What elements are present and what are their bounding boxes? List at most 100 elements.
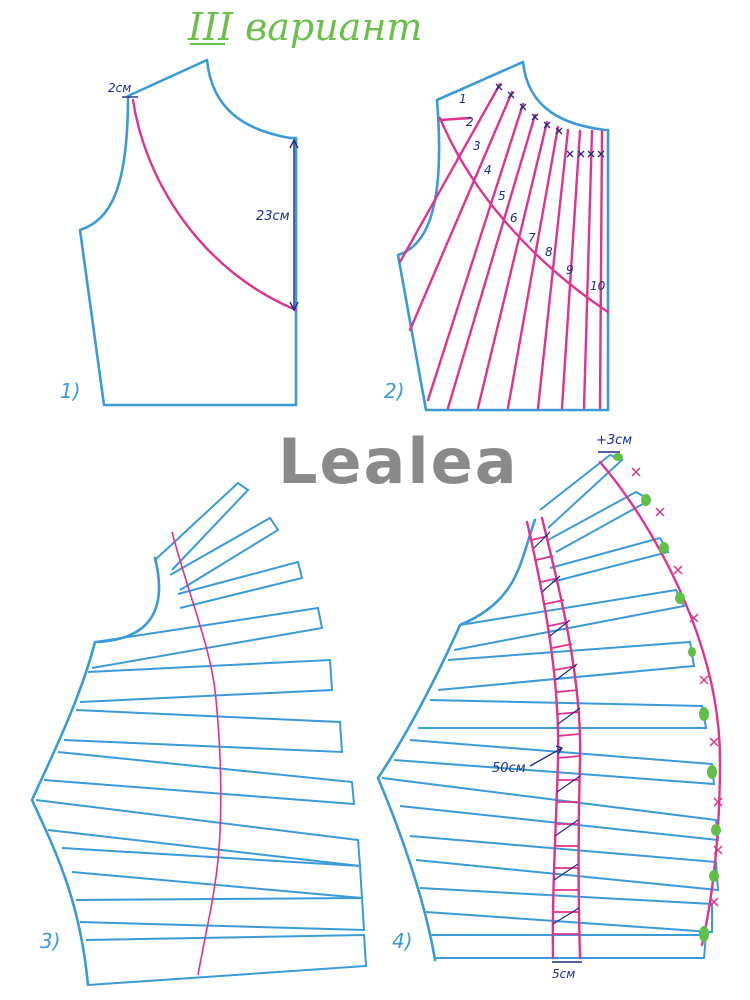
- step1-bodice-outline: [78, 58, 298, 407]
- ladder-diagonal: [557, 707, 581, 725]
- cut-line: [426, 102, 525, 402]
- hem-x-mark: [713, 797, 723, 807]
- step4-spread-sections: [381, 453, 720, 959]
- green-mark: [711, 824, 721, 836]
- pivot-mark: [507, 91, 515, 99]
- spread-wedge: [430, 934, 708, 959]
- pivot-mark: [495, 83, 503, 91]
- spread-wedge: [393, 739, 716, 786]
- ladder-diagonal: [554, 819, 579, 837]
- ladder-rung: [548, 621, 569, 627]
- line-number: 5: [498, 189, 506, 203]
- line-number: 6: [510, 211, 518, 225]
- step3-number: 3): [40, 929, 61, 953]
- hem-x-mark: [655, 507, 665, 517]
- spread-wedge: [381, 777, 720, 842]
- cut-line: [476, 120, 549, 410]
- step1-length-label: 23см: [256, 209, 290, 224]
- step1-cut-curve: [131, 98, 298, 312]
- green-mark: [613, 453, 623, 461]
- pivot-mark: [577, 150, 585, 158]
- step2-transfer-curve: [438, 116, 610, 314]
- line-number: 10: [590, 279, 606, 293]
- spread-wedge: [35, 799, 362, 868]
- step2-pivot-marks: [495, 83, 605, 158]
- hem-x-mark: [673, 565, 683, 575]
- ladder-diagonal: [549, 619, 571, 637]
- green-mark: [659, 542, 669, 554]
- ladder-rung: [557, 711, 581, 715]
- cut-line: [560, 129, 582, 410]
- step3-transfer-line: [171, 531, 222, 976]
- spread-wedge: [547, 490, 653, 553]
- ladder-rung: [554, 665, 577, 671]
- hem-x-mark: [709, 897, 719, 907]
- ladder-rung: [551, 643, 573, 649]
- step1-length-arrowhead-top: [289, 138, 299, 149]
- ladder-diagonal: [556, 775, 581, 793]
- watermark: Lealea: [278, 425, 519, 498]
- step2-horizontal-cut: [438, 116, 472, 122]
- ladder-diagonals: [533, 531, 581, 925]
- step4-hem-curve: [598, 460, 722, 947]
- step1-group: 2см 23см 1): [60, 58, 299, 407]
- green-mark: [709, 870, 719, 882]
- line-number: 4: [484, 163, 492, 177]
- step4-mid-label: 50см: [492, 761, 526, 776]
- step2-line-numbers: 1 2 3 4 5 6 7 8 9 10: [459, 92, 606, 293]
- spread-wedge: [85, 933, 368, 986]
- ladder-rungs: [531, 535, 581, 935]
- step4-top-label: +3см: [596, 433, 632, 448]
- pivot-mark: [566, 150, 574, 158]
- pivot-mark: [519, 103, 527, 111]
- step2-bodice-outline: [396, 60, 610, 412]
- spread-wedge: [177, 560, 304, 609]
- ladder-diagonal: [541, 575, 561, 593]
- cut-line: [408, 90, 514, 332]
- step3-spread-sections: [35, 481, 368, 986]
- step3-armhole-outline: [30, 556, 161, 987]
- ladder-rail-left: [525, 520, 560, 960]
- spread-wedge: [43, 751, 356, 806]
- line-number: 8: [545, 245, 553, 259]
- spread-wedge: [61, 847, 364, 900]
- cut-line: [582, 129, 594, 410]
- spread-wedge: [91, 606, 324, 669]
- spread-wedge: [75, 896, 366, 932]
- cut-line: [506, 125, 560, 410]
- ladder-rung: [557, 755, 581, 759]
- pivot-mark: [587, 150, 595, 158]
- step1-number: 1): [60, 379, 81, 403]
- hem-x-mark: [709, 737, 719, 747]
- step4-mid-arrow: [529, 745, 564, 767]
- step4-group: +3см 50см 5см 4): [376, 433, 723, 981]
- ladder-diagonal: [552, 907, 580, 925]
- step2-cut-lines: [398, 82, 604, 410]
- spread-wedge: [539, 453, 624, 529]
- step4-hem-marks: [631, 467, 723, 907]
- green-mark: [707, 765, 717, 779]
- pivot-mark: [597, 150, 605, 158]
- ladder-rung: [535, 555, 554, 561]
- line-number: 9: [566, 263, 574, 277]
- hem-x-mark: [713, 845, 723, 855]
- cut-line: [398, 82, 502, 264]
- step1-offset-label: 2см: [108, 81, 131, 95]
- step4-ladder-strip: [525, 516, 582, 960]
- ladder-rung: [557, 733, 581, 737]
- ladder-diagonal: [555, 663, 578, 681]
- step4-green-dots: [613, 453, 721, 942]
- hem-x-mark: [699, 675, 709, 685]
- cut-line: [446, 113, 537, 410]
- hem-x-mark: [689, 613, 699, 623]
- spread-wedge: [409, 835, 720, 892]
- green-mark: [688, 647, 696, 657]
- cut-line: [598, 129, 604, 410]
- step1-length-arrowhead-bottom: [289, 301, 299, 312]
- spread-wedge: [437, 640, 696, 691]
- line-number: 2: [466, 115, 474, 129]
- green-mark: [675, 592, 685, 604]
- step2-number: 2): [384, 379, 405, 403]
- line-number: 3: [473, 139, 481, 153]
